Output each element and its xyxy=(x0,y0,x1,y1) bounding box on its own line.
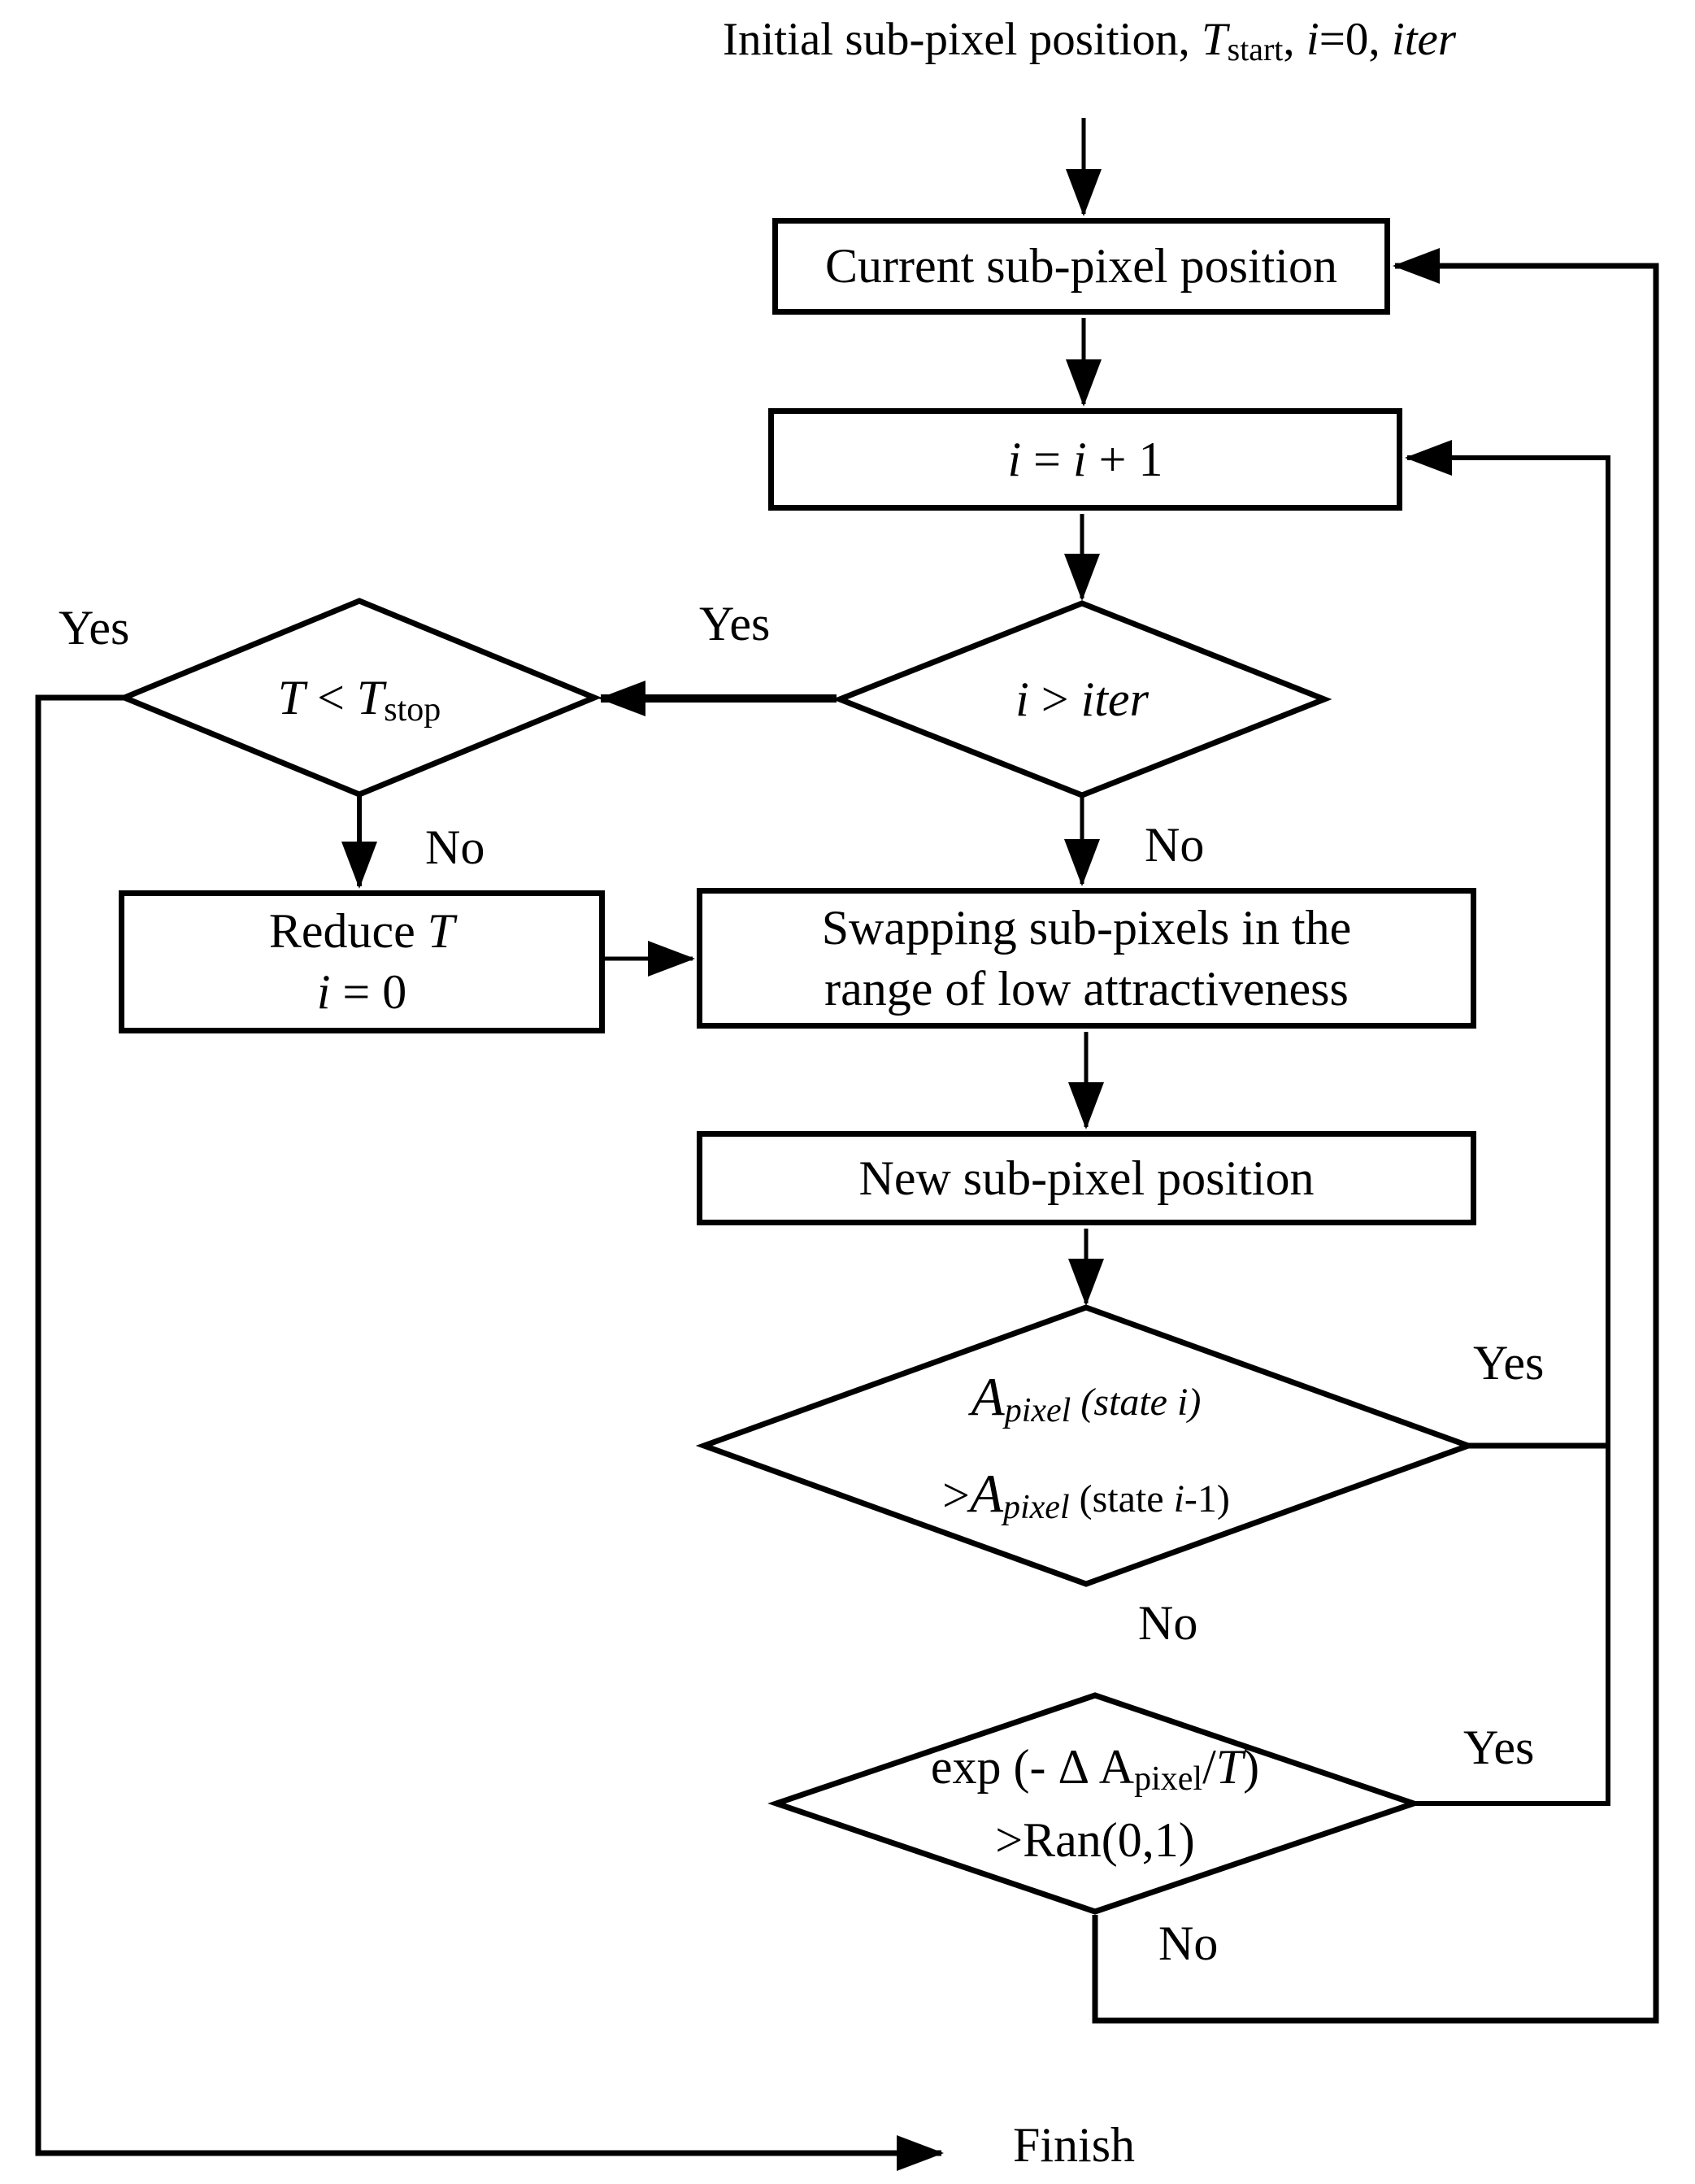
current-position-label: Current sub-pixel position xyxy=(825,239,1337,293)
tstop-yes-label: Yes xyxy=(59,601,130,655)
swap-label-line1: Swapping sub-pixels in the xyxy=(821,900,1352,955)
start-parameters-label: Initial sub-pixel position, Tstart, i=0,… xyxy=(722,13,1457,68)
reduce-label-line1: Reduce T xyxy=(269,901,454,962)
swap-box: Swapping sub-pixels in the range of low … xyxy=(697,888,1476,1029)
reduce-text: Reduce xyxy=(268,904,428,958)
exp-no-label: No xyxy=(1158,1916,1219,1970)
new-position-label: New sub-pixel position xyxy=(858,1151,1315,1205)
finish-label: Finish xyxy=(1013,2118,1136,2172)
swap-label-line2: range of low attractiveness xyxy=(824,961,1349,1016)
exp-yes-label: Yes xyxy=(1463,1721,1535,1774)
tstop-check-diamond xyxy=(116,598,602,798)
iter-no-label: No xyxy=(1145,818,1205,872)
sub-start: start xyxy=(1227,31,1284,68)
apixel-yes-label: Yes xyxy=(1473,1336,1545,1390)
apixel-check-diamond xyxy=(695,1304,1477,1587)
current-position-box: Current sub-pixel position xyxy=(772,218,1390,315)
increment-box: i = i + 1 xyxy=(768,408,1402,511)
var-iter: iter xyxy=(1391,14,1457,65)
arrow-accept-feedback-to-increment xyxy=(1405,440,1610,1806)
comma: , xyxy=(1283,14,1306,65)
var-i: i xyxy=(316,965,331,1019)
tstop-no-label: No xyxy=(425,820,485,874)
arrow-reject-feedback-to-current xyxy=(1092,248,1659,2024)
iter-check-diamond xyxy=(832,600,1332,798)
exp-check-diamond xyxy=(767,1692,1423,1915)
equals: = xyxy=(1021,432,1073,486)
plus-one: + 1 xyxy=(1086,432,1163,486)
reduce-label-line2: i = 0 xyxy=(317,962,407,1023)
eq-zero: =0, xyxy=(1319,14,1392,65)
var-i: i xyxy=(1007,432,1022,486)
iter-yes-label: Yes xyxy=(699,597,771,650)
equals-zero: = 0 xyxy=(330,965,407,1019)
apixel-no-label: No xyxy=(1138,1596,1198,1650)
var-i: i xyxy=(1073,432,1087,486)
var-i: i xyxy=(1306,14,1319,65)
var-T: T xyxy=(1201,14,1228,65)
arrow-tstop-yes-to-finish xyxy=(35,694,944,2171)
increment-label: i = i + 1 xyxy=(1007,429,1163,490)
var-T: T xyxy=(427,904,455,958)
new-position-box: New sub-pixel position xyxy=(697,1131,1476,1225)
start-text: Initial sub-pixel position, xyxy=(722,14,1202,65)
reduce-temperature-box: Reduce T i = 0 xyxy=(119,890,605,1033)
